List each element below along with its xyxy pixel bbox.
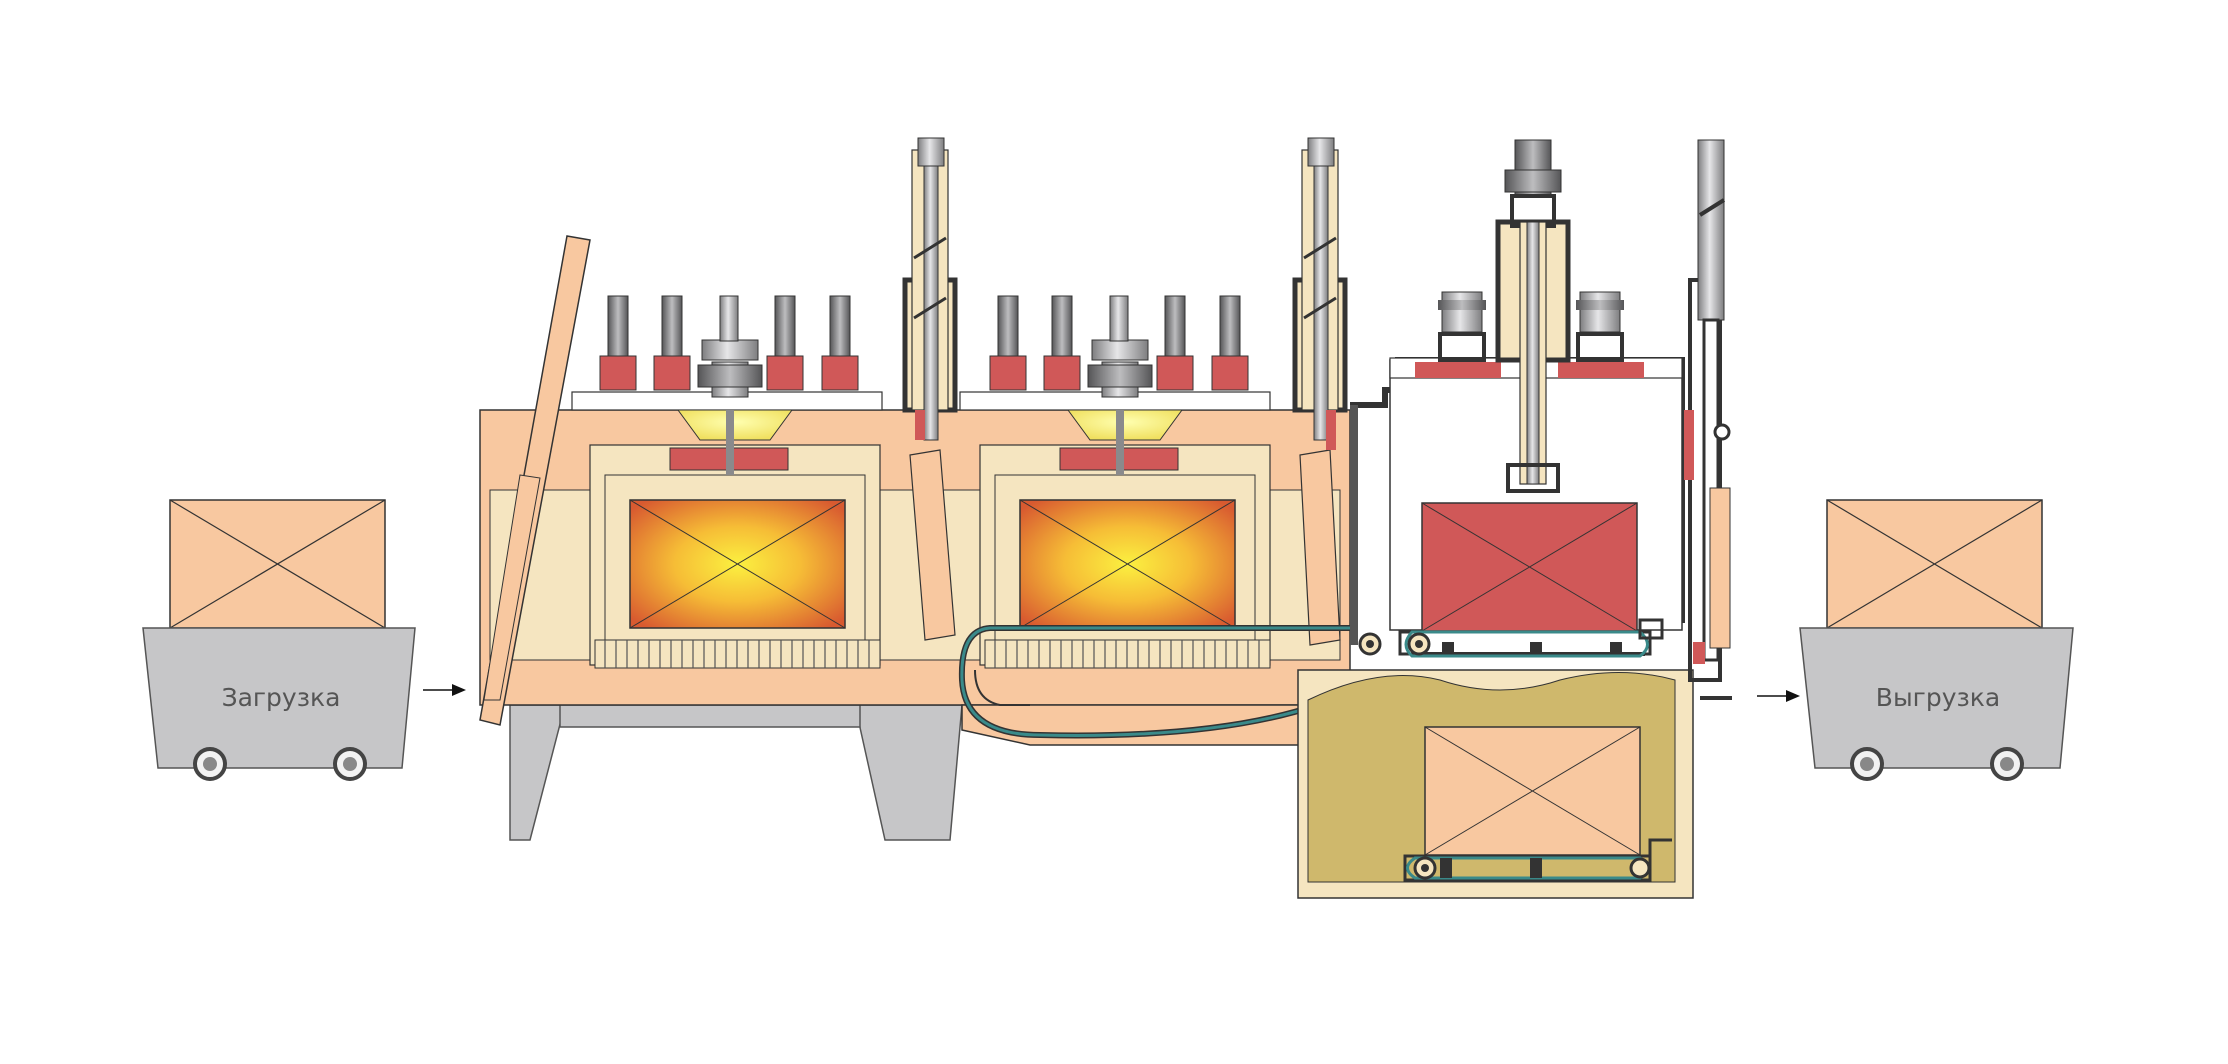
burner: [1211, 295, 1249, 391]
load-label: Загрузка: [222, 683, 341, 712]
loading-cart: Загрузка: [142, 499, 416, 781]
intermediate-door-2: [1292, 137, 1348, 646]
burner: [821, 295, 859, 391]
hearth-grate: [984, 639, 1271, 669]
burner: [599, 295, 637, 391]
circulation-fan-motor: [1087, 295, 1153, 398]
cart-body: [142, 627, 416, 769]
heating-furnace: [479, 137, 1357, 841]
quench-chamber: [1350, 139, 1685, 658]
cart-wheel: [1850, 747, 1884, 781]
fan-hood: [677, 409, 793, 441]
arrow-out: [1757, 690, 1800, 702]
unload-label: Выгрузка: [1876, 683, 2000, 712]
furnace-leg: [509, 704, 566, 841]
intermediate-door-1: [902, 137, 958, 641]
heating-chamber-2: [959, 295, 1271, 669]
quench-load: [1421, 502, 1638, 632]
fan-hood: [1067, 409, 1183, 441]
tank-conveyor: [1403, 854, 1652, 882]
elevator-motor: [1438, 291, 1486, 362]
unloading-cart: Выгрузка: [1799, 499, 2074, 781]
burner: [766, 295, 804, 391]
workpiece-box: [169, 499, 386, 629]
heated-load: [1019, 499, 1236, 629]
burner: [989, 295, 1027, 391]
burner: [1043, 295, 1081, 391]
burner: [653, 295, 691, 391]
elevator-column: [1495, 139, 1571, 493]
exit-door: [1684, 139, 1732, 700]
cart-wheel: [333, 747, 367, 781]
workpiece-box: [1826, 499, 2043, 629]
submerged-load: [1424, 726, 1641, 856]
furnace-leg: [854, 704, 963, 841]
quench-tank: [1297, 669, 1694, 899]
cart-wheel: [1990, 747, 2024, 781]
burner: [1156, 295, 1194, 391]
heated-load: [629, 499, 846, 629]
arrow-in: [423, 684, 466, 696]
elevator-motor: [1576, 291, 1624, 362]
cart-body: [1799, 627, 2074, 769]
hearth-grate: [594, 639, 881, 669]
circulation-fan-motor: [697, 295, 763, 398]
elevator-platform: [1358, 618, 1664, 658]
heating-chamber-1: [571, 295, 883, 669]
cart-wheel: [193, 747, 227, 781]
